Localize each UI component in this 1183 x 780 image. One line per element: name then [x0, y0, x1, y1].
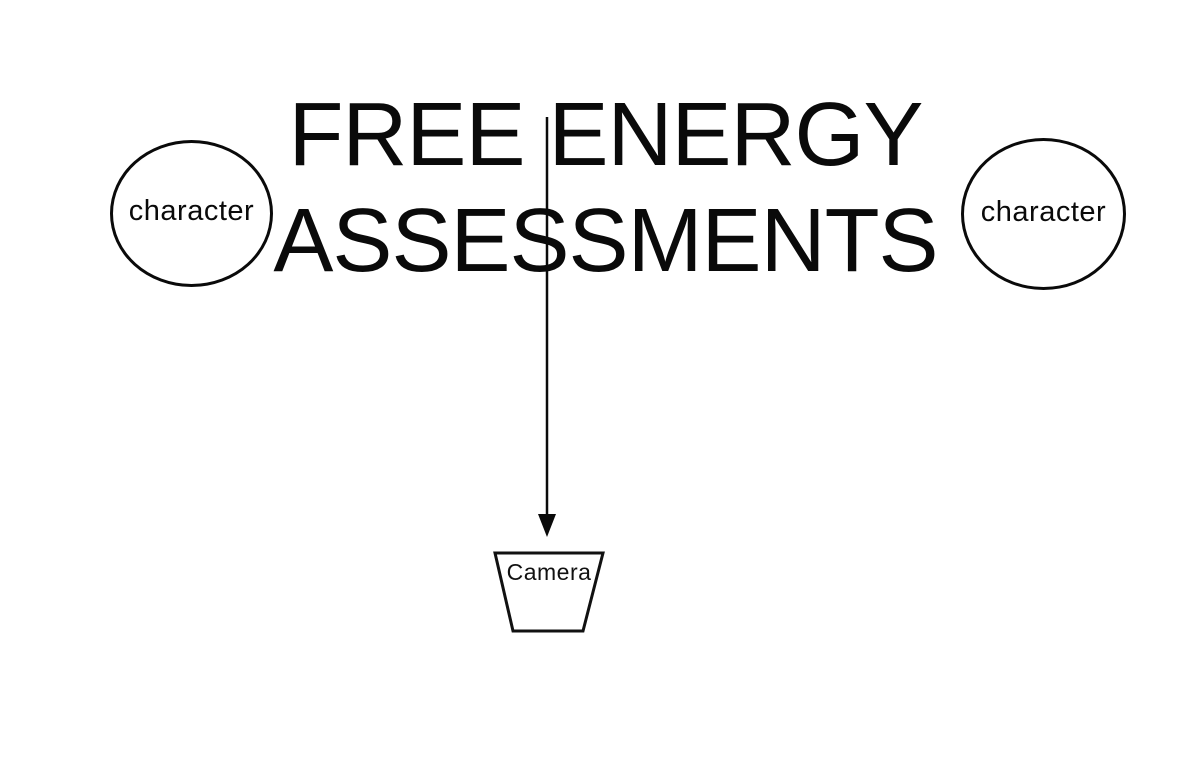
node-character-left: character: [110, 140, 273, 287]
node-character-right: character: [961, 138, 1126, 290]
node-character-left-label: character: [128, 195, 255, 227]
node-character-right-label: character: [980, 195, 1107, 228]
node-camera-label: Camera: [506, 559, 592, 585]
title-line-2: ASSESSMENTS: [273, 191, 938, 291]
title-line-1: FREE ENERGY: [288, 85, 923, 185]
arrow-head-icon: [538, 514, 556, 537]
diagram-title: FREE ENERGY ASSESSMENTS: [14, 82, 1183, 294]
